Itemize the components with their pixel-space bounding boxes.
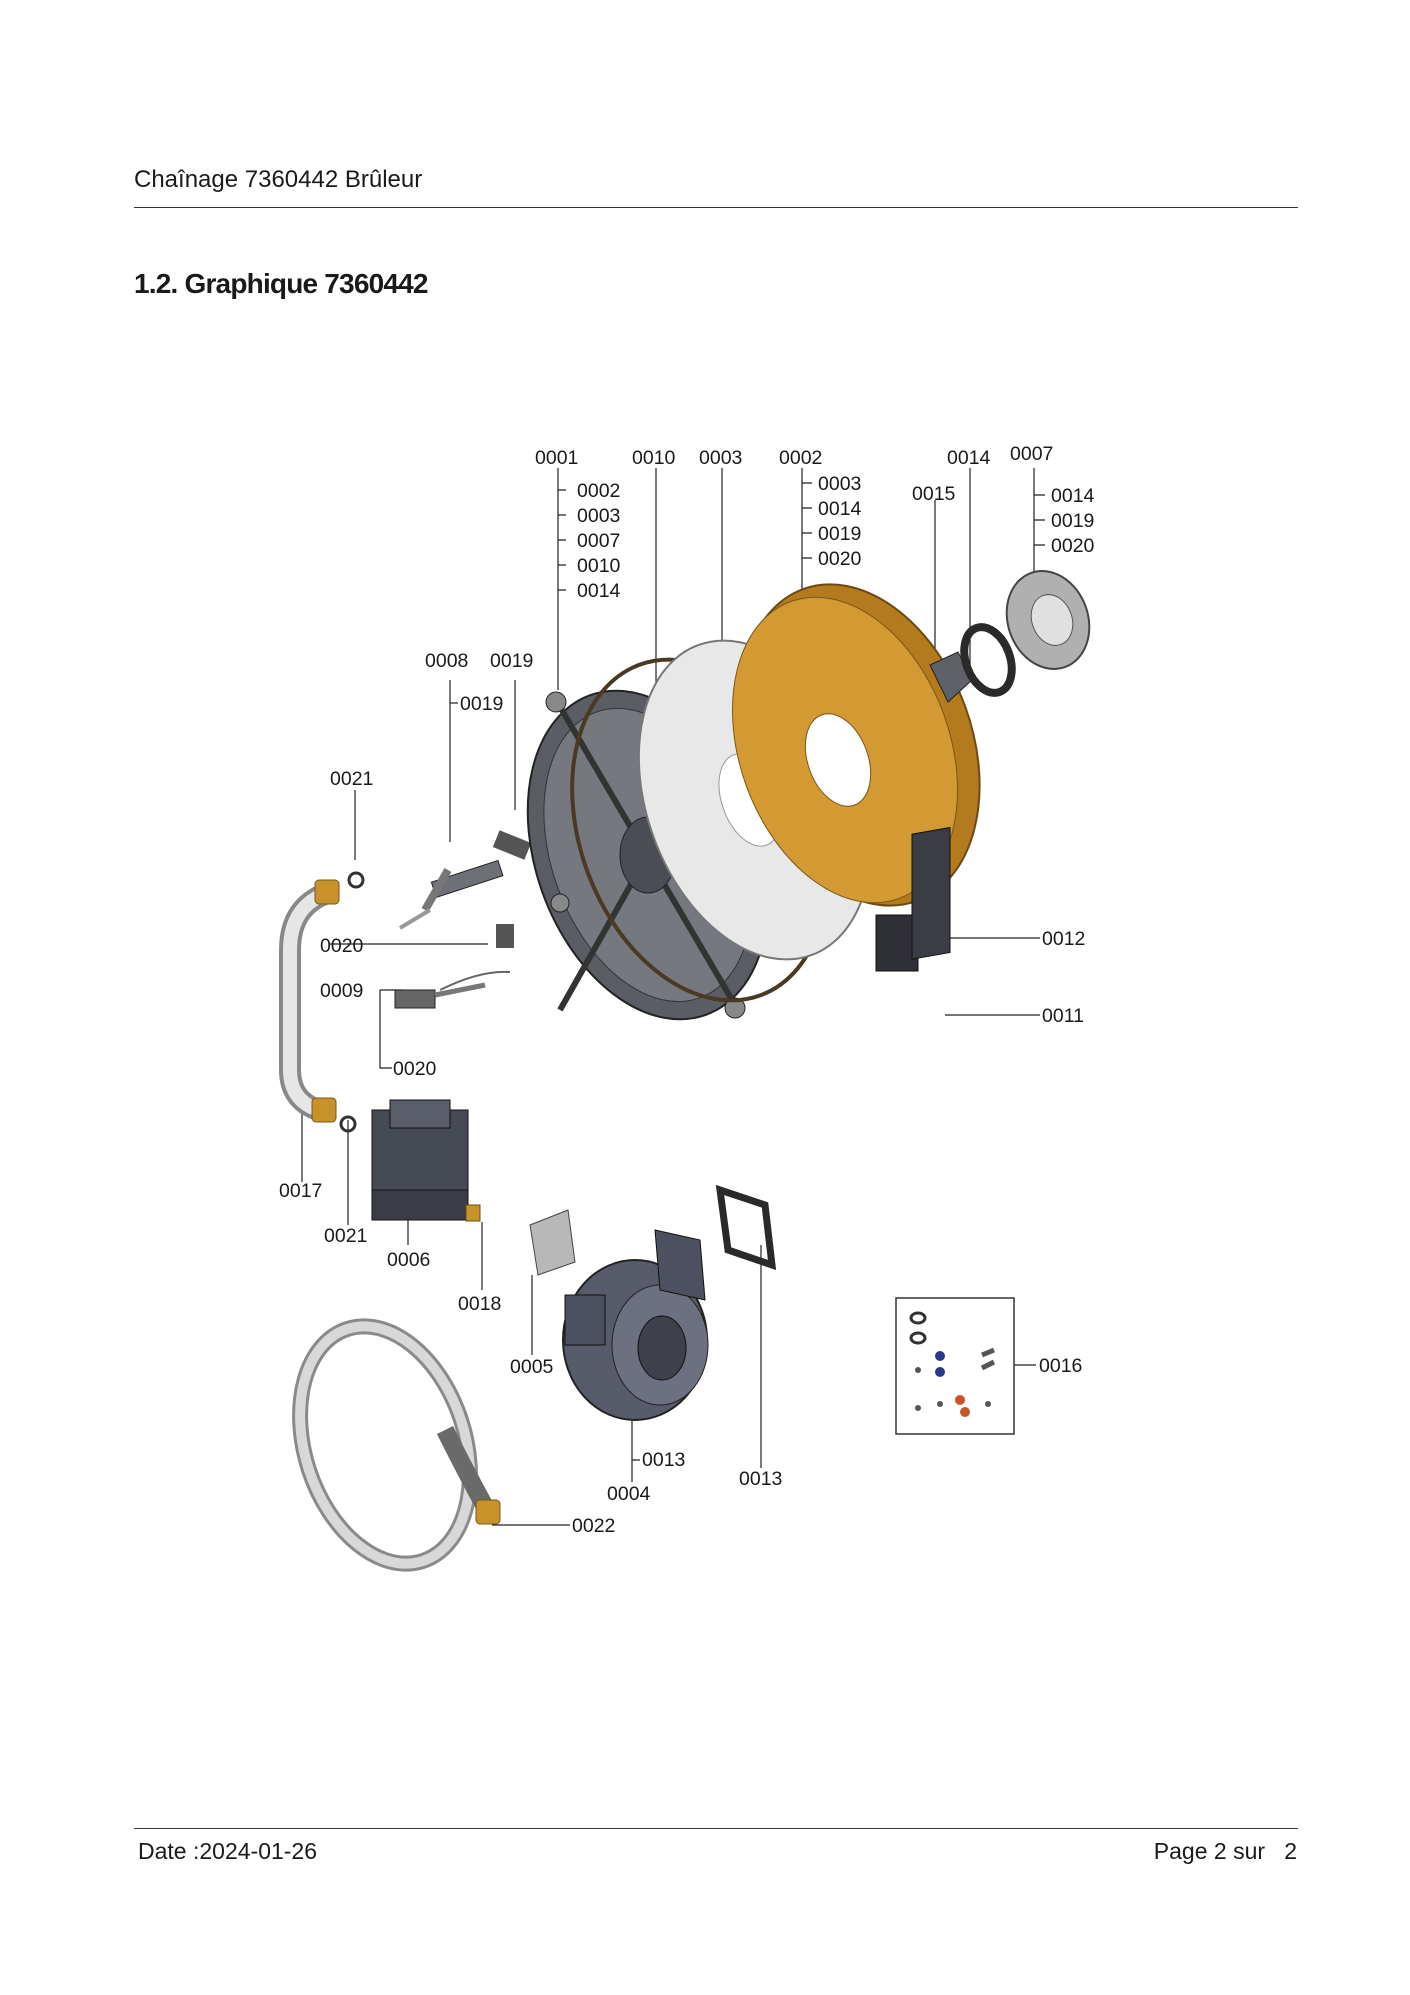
part-label: 0009 — [320, 980, 363, 1002]
gas-valve-part — [371, 1099, 469, 1221]
part-label: 0014 — [1051, 485, 1095, 507]
part-label: 0013 — [739, 1468, 782, 1490]
part-label: 0019 — [818, 523, 861, 545]
ignition-transformer-part — [875, 914, 919, 972]
header-divider — [134, 207, 1298, 208]
part-label: 0019 — [490, 650, 533, 672]
page-header-title: Chaînage 7360442 Brûleur — [134, 166, 423, 193]
small-parts-kit — [895, 1297, 1015, 1435]
footer-date: Date :2024-01-26 — [138, 1838, 318, 1864]
footer-page-number: Page 2 sur 2 — [1153, 1838, 1297, 1864]
part-label: 0005 — [510, 1356, 554, 1378]
blower-fan-part — [562, 1229, 709, 1421]
part-label: 0006 — [387, 1249, 430, 1271]
part-label: 0008 — [425, 650, 468, 672]
part-label: 0021 — [330, 768, 373, 790]
burner-cylinder-part — [732, 583, 981, 907]
part-label: 0013 — [642, 1449, 685, 1471]
air-inlet-bracket-part — [529, 1209, 576, 1276]
part-label: 0012 — [1042, 928, 1085, 950]
part-label: 0002 — [779, 447, 822, 469]
part-label: 0007 — [1010, 443, 1053, 465]
part-label: 0020 — [1051, 535, 1095, 557]
part-label: 0022 — [572, 1515, 615, 1537]
ignition-electrode-part — [398, 859, 504, 930]
part-label: 0014 — [577, 580, 621, 602]
part-label: 0014 — [947, 447, 991, 469]
part-label: 0015 — [912, 483, 956, 505]
part-label: 0020 — [320, 935, 364, 957]
ionization-electrode-part — [394, 970, 511, 1009]
part-label: 0010 — [577, 555, 621, 577]
electrode-gasket-part — [492, 830, 532, 860]
valve-connector-part — [465, 1204, 481, 1222]
part-label: 0011 — [1042, 1005, 1084, 1027]
flexible-gas-hose-part — [292, 1318, 501, 1572]
part-label: 0003 — [818, 473, 861, 495]
part-label: 0004 — [607, 1483, 651, 1505]
section-title: 1.2. Graphique 7360442 — [134, 268, 428, 299]
part-label: 0020 — [818, 548, 862, 570]
part-label: 0007 — [577, 530, 620, 552]
part-label: 0001 — [535, 447, 578, 469]
part-label: 0018 — [458, 1293, 501, 1315]
part-label: 0003 — [577, 505, 620, 527]
o-ring-part — [339, 1115, 357, 1133]
part-label: 0002 — [577, 480, 620, 502]
part-label: 0021 — [324, 1225, 367, 1247]
electrode-gasket-part — [496, 924, 514, 948]
venturi-nozzle-part — [1005, 570, 1091, 670]
control-board-part — [911, 826, 951, 960]
part-label: 0014 — [818, 498, 862, 520]
flange-gasket-part — [960, 623, 1016, 697]
gas-pipe-part — [279, 879, 340, 1123]
fan-gasket-part — [715, 1184, 777, 1271]
part-label: 0016 — [1039, 1355, 1082, 1377]
part-label: 0003 — [699, 447, 742, 469]
part-number-labels: 0001 0010 0003 0002 0014 0007 0015 0002 … — [279, 443, 1095, 1537]
part-label: 0019 — [1051, 510, 1094, 532]
o-ring-part — [347, 871, 365, 889]
part-label: 0017 — [279, 1180, 322, 1202]
part-label: 0010 — [632, 447, 676, 469]
footer-divider — [134, 1828, 1298, 1829]
part-label: 0020 — [393, 1058, 437, 1080]
part-label: 0019 — [460, 693, 503, 715]
